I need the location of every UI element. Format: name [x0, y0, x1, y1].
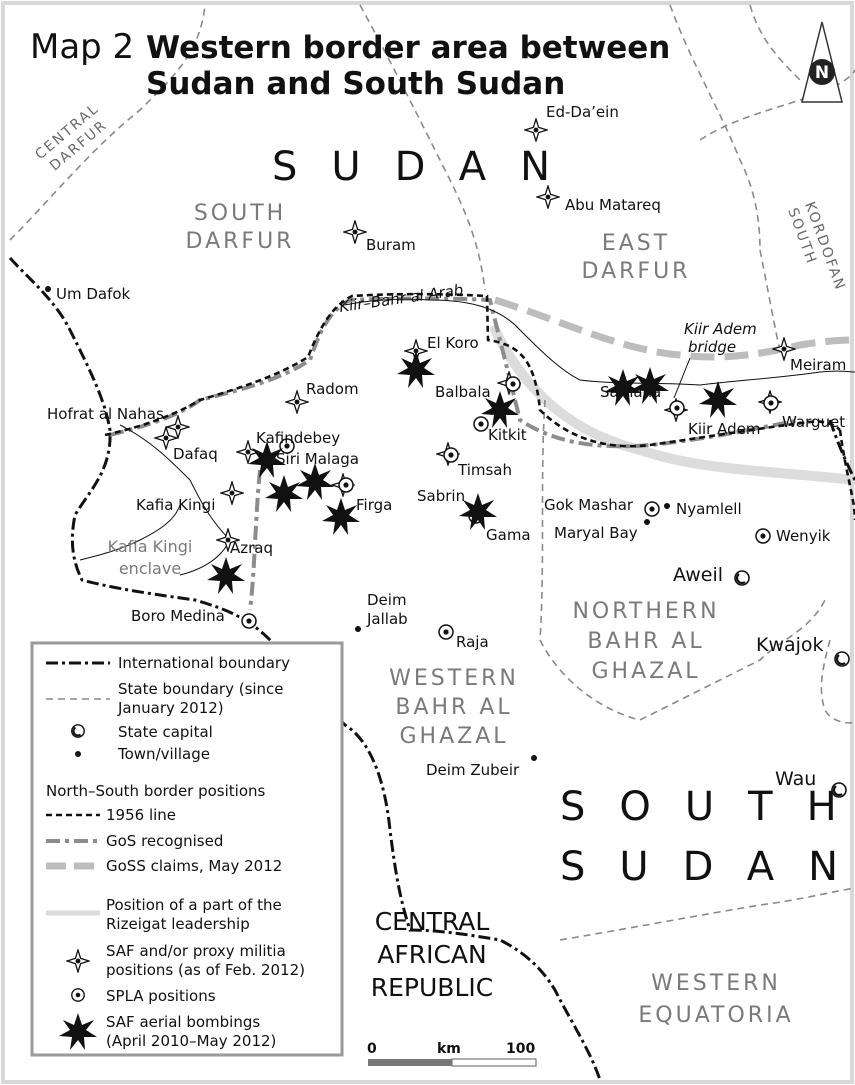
- place-abu-matareq: Abu Matareq: [565, 196, 661, 214]
- goss-claims-line: [493, 296, 855, 361]
- state-boundaries: [9, 4, 855, 941]
- place-boro-medina: Boro Medina: [131, 607, 225, 625]
- kiir-tributary: [119, 424, 231, 576]
- place-raja: Raja: [456, 633, 489, 651]
- place-deim-jallab-1: Deim: [367, 591, 407, 609]
- country-south-sudan-1: SOUTH: [560, 784, 855, 830]
- state-nbg-1: NORTHERN: [572, 599, 719, 624]
- place-nyamlell: Nyamlell: [676, 500, 742, 518]
- legend-bomb-2: (April 2010–May 2012): [106, 1032, 276, 1050]
- legend-rize-2: Rizeigat leadership: [106, 915, 250, 933]
- state-wbg-2: BAHR AL: [395, 695, 512, 720]
- place-hofrat-al-nahas: Hofrat al Nahas: [47, 405, 164, 423]
- place-wenyik: Wenyik: [776, 527, 831, 545]
- place-ed-daein: Ed-Da’ein: [546, 103, 619, 121]
- legend-gos: GoS recognised: [106, 832, 223, 850]
- state-wbg-1: WESTERN: [389, 666, 519, 691]
- place-dafaq: Dafaq: [173, 445, 218, 463]
- scale-bar: 0 km 100: [367, 1041, 537, 1067]
- town-dots: [45, 286, 670, 761]
- place-azraq: Azraq: [230, 539, 273, 557]
- legend-goss: GoSS claims, May 2012: [106, 857, 282, 875]
- legend-state-2: January 2012): [117, 699, 224, 717]
- state-east-darfur-2: DARFUR: [582, 259, 691, 284]
- map-number: Map 2: [30, 27, 134, 67]
- state-south-darfur-1: SOUTH: [194, 201, 286, 226]
- place-balbala: Balbala: [435, 383, 491, 401]
- place-aweil: Aweil: [673, 564, 723, 586]
- legend-bomb-1: SAF aerial bombings: [106, 1013, 260, 1031]
- place-wau: Wau: [775, 768, 816, 790]
- state-east-darfur-1: EAST: [602, 231, 670, 256]
- place-radom: Radom: [306, 380, 359, 398]
- legend-town: Town/village: [117, 745, 210, 763]
- river-branch: [79, 504, 181, 561]
- state-nbg-3: GHAZAL: [591, 659, 700, 684]
- place-kafia-kingi: Kafia Kingi: [136, 496, 215, 514]
- legend-1956: 1956 line: [106, 806, 176, 824]
- legend-spla: SPLA positions: [106, 987, 216, 1005]
- bridge-label-2: bridge: [688, 338, 736, 356]
- legend-saf-2: positions (as of Feb. 2012): [106, 961, 305, 979]
- map-title-line1: Western border area between: [146, 30, 670, 66]
- place-siri-malaga: Siri Malaga: [276, 450, 359, 468]
- place-um-dafok: Um Dafok: [56, 285, 131, 303]
- place-warguet: Warguet: [782, 413, 845, 431]
- state-wbg-3: GHAZAL: [399, 724, 508, 749]
- place-kafindebey: Kafindebey: [256, 429, 340, 447]
- enclave-label-2: enclave: [119, 559, 181, 578]
- kiir-river: [344, 298, 855, 386]
- place-el-koro: El Koro: [427, 334, 479, 352]
- place-firga: Firga: [356, 496, 392, 514]
- state-south-darfur-2: DARFUR: [186, 229, 295, 254]
- country-car-1: CENTRAL: [375, 907, 490, 936]
- place-maryal-bay: Maryal Bay: [554, 524, 638, 542]
- bridge-label-1: Kiir Adem: [684, 320, 757, 338]
- country-sudan: SUDAN: [272, 144, 584, 190]
- scale-zero: 0: [367, 1041, 377, 1057]
- rizeigat-band: [490, 325, 855, 485]
- country-south-sudan-2: SUDAN: [560, 844, 855, 890]
- legend-state-1: State boundary (since: [118, 680, 284, 698]
- place-kiir-adem: Kiir Adem: [688, 420, 760, 438]
- svg-text:N: N: [815, 63, 829, 83]
- enclave-label-1: Kafia Kingi: [108, 537, 193, 556]
- state-weq-1: WESTERN: [651, 971, 781, 996]
- place-kwajok: Kwajok: [756, 634, 824, 656]
- state-weq-2: EQUATORIA: [638, 1003, 793, 1028]
- country-car-2: AFRICAN: [377, 940, 487, 969]
- legend-rize-1: Position of a part of the: [106, 896, 282, 914]
- legend-capital: State capital: [118, 723, 213, 741]
- place-meiram: Meiram: [790, 356, 846, 374]
- scale-unit: km: [437, 1041, 461, 1057]
- north-arrow-icon: N: [801, 21, 843, 103]
- legend-ns-heading: North–South border positions: [46, 782, 266, 800]
- place-buram: Buram: [366, 236, 416, 254]
- legend-intl: International boundary: [118, 654, 290, 672]
- place-timsah: Timsah: [457, 461, 512, 479]
- place-samaha: Samaha: [600, 383, 661, 401]
- scale-max: 100: [506, 1041, 535, 1057]
- state-nbg-2: BAHR AL: [587, 629, 704, 654]
- map-title-line2: Sudan and South Sudan: [146, 66, 565, 102]
- place-sabrin: Sabrin: [417, 487, 465, 505]
- place-kitkit: Kitkit: [488, 426, 527, 444]
- place-gama: Gama: [486, 526, 531, 544]
- gos-recognised-line: [109, 296, 801, 611]
- place-deim-zubeir: Deim Zubeir: [426, 761, 520, 779]
- place-gok-mashar: Gok Mashar: [544, 496, 634, 514]
- legend-saf-1: SAF and/or proxy militia: [106, 942, 286, 960]
- legend: International boundary State boundary (s…: [30, 641, 344, 1057]
- place-deim-jallab-2: Jallab: [366, 610, 408, 628]
- country-car-3: REPUBLIC: [371, 973, 493, 1002]
